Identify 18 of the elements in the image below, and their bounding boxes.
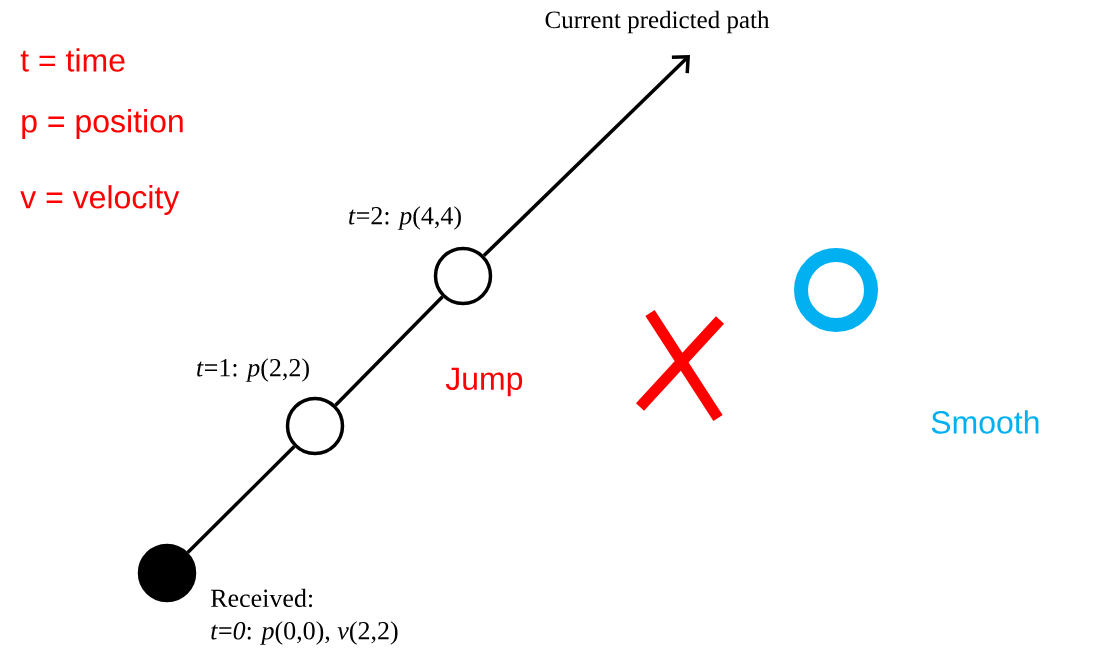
ring-mark	[794, 248, 878, 332]
line	[186, 445, 296, 554]
open-circle	[285, 396, 345, 456]
node-caption: t=1: p(2,2)	[197, 358, 309, 382]
caption-text: Jump	[445, 367, 523, 397]
caption-text: Smooth	[931, 410, 1039, 434]
arrow	[482, 55, 690, 257]
node-caption: t=2: p(4,4)	[349, 206, 461, 230]
node-caption: Received:	[210, 588, 313, 608]
open-circle	[433, 246, 493, 306]
legend-text: v = velocity	[20, 185, 180, 215]
path-label: Current predicted path	[545, 10, 770, 34]
legend-text: t = time	[20, 48, 125, 72]
filled-circle	[137, 543, 197, 603]
node-caption: t=0: p(0,0), v(2,2)	[211, 621, 398, 645]
line	[334, 295, 444, 407]
legend-text: p = position	[22, 109, 183, 139]
cross-mark	[634, 307, 726, 424]
